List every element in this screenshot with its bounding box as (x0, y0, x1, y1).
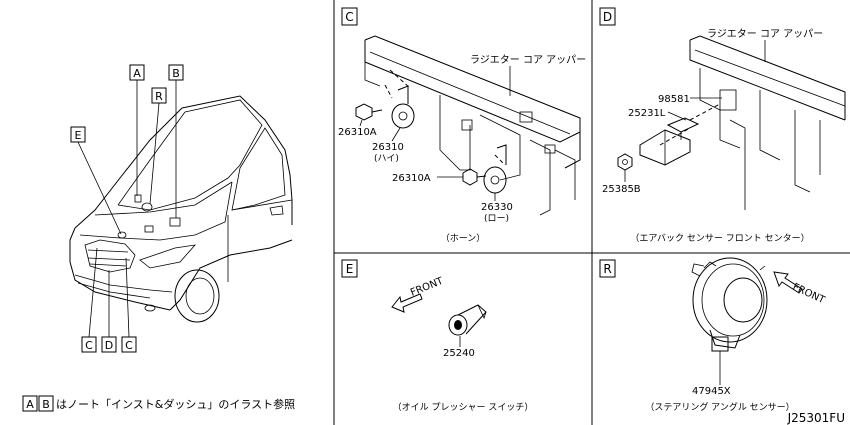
callout-e: E (75, 129, 82, 142)
panel-e-letter: E (346, 262, 354, 276)
panel-d-airbag-sensor: D ラジエター コア アッパー 98581 25231L 25385B （エアバ… (599, 7, 846, 244)
part-26310a-lower: 26310A (392, 173, 431, 184)
vehicle-overview (69, 95, 293, 323)
part-25240: 25240 (443, 348, 475, 359)
footnote: A B はノート「インスト&ダッシュ」のイラスト参照 (22, 395, 295, 412)
panel-d-caption: （エアバック センサー フロント センター） (630, 233, 809, 244)
overview-callouts: A R B E C D C (70, 64, 184, 353)
footnote-ref-b: B (42, 398, 50, 411)
panel-r-caption: （ステアリング アングル センサー） (645, 401, 794, 413)
panel-c-horn: C ラジエター コア アッパー 26310A (338, 7, 586, 244)
callout-a: A (133, 67, 141, 80)
panel-d-radiator-label: ラジエター コア アッパー (707, 28, 823, 40)
front-arrow-icon (773, 271, 803, 294)
panel-d-letter: D (603, 10, 612, 24)
part-25385b: 25385B (602, 184, 641, 195)
callout-c-left: C (85, 339, 93, 352)
part-47945x: 47945X (692, 386, 731, 397)
panel-r-letter: R (603, 262, 611, 276)
diagram-id: J25301FU (787, 411, 845, 425)
part-26330-note: (ロー) (484, 214, 509, 224)
panel-e-oil-pressure-switch: E FRONT 25240 （オイル プレッシャー スイッチ） (341, 259, 534, 413)
callout-r: R (155, 90, 163, 103)
part-98581: 98581 (658, 94, 690, 105)
callout-b: B (172, 67, 180, 80)
callout-d: D (105, 339, 113, 352)
panel-e-front-label: FRONT (409, 275, 446, 298)
part-26310-note: (ハイ) (374, 154, 399, 164)
panel-e-caption: （オイル プレッシャー スイッチ） (393, 402, 534, 413)
part-25231l: 25231L (628, 108, 666, 119)
footnote-ref-a: A (26, 398, 34, 411)
panel-frame (333, 0, 850, 425)
part-26310: 26310 (372, 142, 404, 153)
panel-r-front-label: FRONT (791, 282, 827, 307)
callout-c-right: C (125, 339, 133, 352)
part-26330: 26330 (481, 202, 513, 213)
panel-c-radiator-label: ラジエター コア アッパー (470, 54, 586, 66)
panel-r-steering-angle-sensor: R FRONT 47945X （ステアリング アングル センサー） (599, 257, 827, 413)
part-26310a-upper: 26310A (338, 127, 377, 138)
front-arrow-icon (391, 293, 423, 313)
panel-c-caption: （ホーン） (441, 233, 486, 244)
panel-c-letter: C (345, 10, 353, 24)
footnote-text: はノート「インスト&ダッシュ」のイラスト参照 (56, 397, 295, 411)
